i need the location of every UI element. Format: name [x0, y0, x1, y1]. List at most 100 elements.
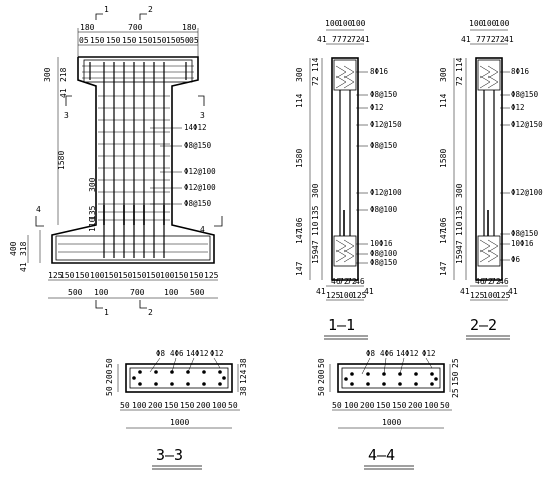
s22-bdim-4: 125 [496, 291, 511, 300]
elev-top-sub-4: 150 [122, 36, 137, 45]
elev-bsub-8: 150 [146, 271, 161, 280]
s44-bdim-4: 150 [376, 401, 391, 410]
s44-left-3: 50 [317, 386, 326, 396]
s33-right-1: 38 [239, 358, 248, 368]
s22-left-110: 110 [455, 221, 464, 236]
s22-label-2: Φ8@150 [511, 90, 539, 99]
cut-4-right [214, 216, 223, 227]
s22-bdim-2: 125 [470, 291, 485, 300]
s22-top-3: 100 [495, 19, 510, 28]
elev-bsub-3: 150 [75, 271, 90, 280]
elev-top-sub-8: 50 [180, 36, 190, 45]
elev-bsub-2: 150 [60, 271, 75, 280]
s11-left-135: 135 [311, 205, 320, 220]
elev-left-41b: 41 [19, 262, 28, 272]
s22-left-135: 135 [455, 205, 464, 220]
s22-bsub-1: 46 [475, 277, 485, 286]
elev-bsub-6: 150 [118, 271, 133, 280]
section-1-1: 100 100 100 41 77 72 72 41 300 114 72 11… [295, 19, 402, 340]
s11-left-110: 110 [311, 221, 320, 236]
s22-bottom-block [477, 235, 501, 267]
elev-top-sub-5: 150 [138, 36, 153, 45]
cut-2-top [139, 13, 147, 20]
s22-title: 2–2 [470, 316, 497, 334]
s11-left-106: 106 [295, 217, 304, 232]
s22-left-114b: 114 [439, 93, 448, 108]
cut-1-bot [95, 300, 103, 309]
s44-left-1: 50 [317, 358, 326, 368]
s22-left-72: 72 [455, 76, 464, 86]
s22-label-4: Φ12@150 [511, 120, 543, 129]
s11-bdim-2: 125 [326, 291, 341, 300]
s44-right-2: 150 [451, 371, 460, 386]
s33-bdim-4: 150 [164, 401, 179, 410]
s11-tsub-1: 41 [317, 35, 327, 44]
elev-top-sub-3: 150 [106, 36, 121, 45]
s11-outline [331, 57, 359, 281]
s33-top-1: Φ8 [156, 349, 166, 358]
s11-bdim-1: 41 [316, 287, 326, 296]
elev-top-dim-3: 180 [182, 23, 197, 32]
elev-label-4: Φ12@100 [184, 183, 216, 192]
s22-label-7: 10Φ16 [511, 239, 534, 248]
s33-bdim-8: 50 [228, 401, 238, 410]
elev-left-300b: 300 [88, 177, 97, 192]
s33-bdim-6: 200 [196, 401, 211, 410]
bottom-flange [55, 235, 211, 261]
elev-left-110: 110 [88, 217, 97, 232]
s11-tsub-4: 72 [351, 35, 361, 44]
cut-1-top [95, 13, 103, 20]
s11-left-114b: 114 [295, 93, 304, 108]
s11-label-10: Φ8@150 [370, 258, 398, 267]
section-3-3: Φ8 4Φ6 14Φ12 Φ12 50 200 50 38 124 38 50 … [105, 349, 248, 470]
elev-label-2: Φ8@150 [184, 141, 212, 150]
s33-right-3: 38 [239, 386, 248, 396]
s22-left-1580: 1580 [439, 149, 448, 168]
elevation-outline [51, 56, 215, 264]
s44-outline [337, 363, 445, 393]
s22-label-5: Φ12@100 [511, 188, 543, 197]
elev-label-1: 14Φ12 [184, 123, 207, 132]
s11-tsub-5: 41 [360, 35, 370, 44]
s22-left-106: 106 [439, 217, 448, 232]
s22-label-8: Φ6 [511, 255, 521, 264]
s44-bdim-3: 200 [360, 401, 375, 410]
elev-left-135: 135 [88, 205, 97, 220]
s44-bdim-2: 100 [344, 401, 359, 410]
cut-3-right-label: 3 [200, 111, 205, 120]
s22-bsub-2: 72 [483, 277, 493, 286]
s11-bsub-3: 72 [347, 277, 357, 286]
s11-bsub-4: 46 [355, 277, 365, 286]
elev-bdim-4: 100 [164, 288, 179, 297]
s22-bsub-4: 46 [499, 277, 509, 286]
elevation-view: 180 700 180 05 150 150 150 150 150 150 5… [9, 5, 223, 317]
s11-left-300b: 300 [311, 183, 320, 198]
s11-bdim-3: 100 [339, 291, 354, 300]
elev-bsub-12: 125 [204, 271, 219, 280]
elev-bdim-3: 700 [130, 288, 145, 297]
elev-bdim-1: 500 [68, 288, 83, 297]
elev-top-sub-1: 05 [79, 36, 89, 45]
s44-left-2: 200 [317, 369, 326, 384]
cut-1-bot-label: 1 [104, 308, 109, 317]
cut-1-top-label: 1 [104, 5, 109, 14]
s11-left-72: 72 [311, 76, 320, 86]
cut-4-left-label: 4 [36, 205, 41, 214]
s22-left-114: 114 [455, 57, 464, 72]
s44-title: 4–4 [368, 446, 395, 464]
s11-bdim-5: 41 [364, 287, 374, 296]
s22-outline [475, 57, 503, 281]
s22-label-6: Φ8@150 [511, 229, 539, 238]
elev-bsub-11: 150 [189, 271, 204, 280]
s33-total: 1000 [170, 418, 189, 427]
s11-label-7: Φ8@100 [370, 205, 398, 214]
elev-top-sub-7: 150 [166, 36, 181, 45]
s22-top-2: 100 [482, 19, 497, 28]
s11-bsub-1: 46 [331, 277, 341, 286]
cut-2-bot [139, 300, 147, 309]
s22-tsub-4: 72 [495, 35, 505, 44]
s11-label-5: Φ8@150 [370, 141, 398, 150]
s33-right-2: 124 [239, 369, 248, 384]
s11-bottom-block [333, 235, 357, 267]
